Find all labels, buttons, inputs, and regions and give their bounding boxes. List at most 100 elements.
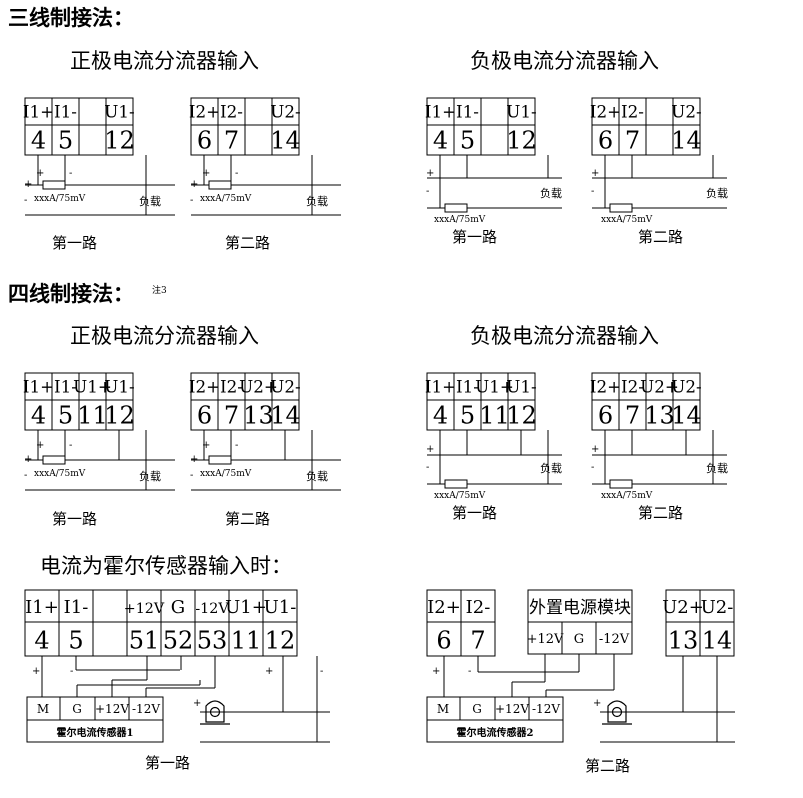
shunt-resistor bbox=[444, 203, 468, 213]
terminal-head-label: -12V bbox=[195, 601, 229, 617]
terminal-number: 14 bbox=[671, 401, 702, 429]
svg-text:+: + bbox=[24, 454, 32, 465]
shunt-resistor bbox=[208, 455, 232, 465]
hall-title: 电流为霍尔传感器输入时： bbox=[40, 554, 292, 578]
hall-sensor-1-name: 霍尔电流传感器1 bbox=[57, 726, 134, 739]
terminal-head-label: I2- bbox=[220, 101, 243, 121]
terminal-number: 13 bbox=[668, 627, 699, 655]
terminal-number: 11 bbox=[231, 627, 262, 655]
subtitle-positive-four: 正极电流分流器输入 bbox=[70, 324, 259, 348]
terminal-head-label: I1+ bbox=[425, 101, 456, 121]
svg-text:-: - bbox=[426, 186, 429, 197]
terminal-head-label: U2- bbox=[671, 101, 701, 121]
svg-text:+: + bbox=[202, 440, 210, 451]
svg-text:+: + bbox=[426, 444, 434, 455]
terminal-number: 5 bbox=[58, 126, 73, 154]
load-label-three-pos-ch1: 负载 bbox=[139, 194, 161, 208]
four-wire-note: 注3 bbox=[152, 284, 167, 296]
power-module-title: 外置电源模块 bbox=[529, 598, 631, 618]
svg-text:-: - bbox=[24, 195, 27, 206]
terminal-head-label: I1+ bbox=[425, 376, 456, 396]
terminal-head-label: I1+ bbox=[23, 101, 54, 121]
svg-text:+: + bbox=[190, 454, 198, 465]
shunt-label-three-neg-ch2: xxxA/75mV bbox=[601, 215, 653, 225]
hall-sensor-2-pin-plus12v: +12V bbox=[495, 702, 529, 716]
terminal-number: 12 bbox=[104, 126, 135, 154]
terminal-head-label: U1- bbox=[104, 101, 134, 121]
caption-four-pos-ch2: 第二路 bbox=[225, 510, 270, 528]
terminal-number: 4 bbox=[34, 627, 49, 655]
terminal-head-label: U2+ bbox=[662, 597, 704, 618]
caption-three-pos-ch2: 第二路 bbox=[225, 234, 270, 252]
terminal-head-label: I2+ bbox=[189, 376, 220, 396]
svg-text:-: - bbox=[70, 666, 73, 677]
hall-sensor-2-name: 霍尔电流传感器2 bbox=[457, 726, 534, 739]
caption-four-neg-ch2: 第二路 bbox=[638, 504, 683, 522]
caption-hall-ch2: 第二路 bbox=[585, 757, 630, 775]
terminal-head-label: I2+ bbox=[590, 376, 621, 396]
hall-sensor-1-pin-m: M bbox=[37, 702, 49, 716]
terminal-head-label: I2+ bbox=[590, 101, 621, 121]
terminal-number: 6 bbox=[598, 401, 613, 429]
terminal-head-label: U2+ bbox=[640, 376, 679, 396]
caption-three-neg-ch2: 第二路 bbox=[638, 228, 683, 246]
terminal-number: 5 bbox=[460, 401, 475, 429]
hall-sensor-1-pin-minus12v: -12V bbox=[132, 702, 160, 716]
terminal-head-label: I1- bbox=[54, 376, 77, 396]
hall-clamp-icon-1 bbox=[200, 700, 230, 725]
terminal-head-label: I2- bbox=[466, 597, 491, 618]
terminal-head-label: I2+ bbox=[427, 597, 461, 618]
terminal-head-label: U2- bbox=[671, 376, 701, 396]
svg-text:+: + bbox=[202, 168, 210, 179]
terminal-head-label: I1+ bbox=[25, 597, 59, 618]
terminal-number: 6 bbox=[598, 126, 613, 154]
power-module: 外置电源模块 +12V G -12V bbox=[527, 589, 633, 655]
caption-hall-ch1: 第一路 bbox=[145, 754, 190, 772]
terminal-number: 6 bbox=[436, 627, 451, 655]
terminal-number: 4 bbox=[31, 401, 46, 429]
caption-four-neg-ch1: 第一路 bbox=[452, 504, 497, 522]
terminal-block-hall-ch2-left: I2+6I2-7 bbox=[426, 589, 496, 657]
terminal-head-label: U1- bbox=[506, 101, 536, 121]
power-module-pin-minus12v: -12V bbox=[599, 632, 630, 647]
svg-text:-: - bbox=[235, 440, 238, 451]
svg-text:-: - bbox=[591, 462, 594, 473]
caption-four-pos-ch1: 第一路 bbox=[52, 510, 97, 528]
terminal-number: 53 bbox=[197, 627, 228, 655]
svg-text:-: - bbox=[235, 168, 238, 179]
shunt-resistor bbox=[609, 479, 633, 489]
terminal-number: 51 bbox=[129, 627, 160, 655]
terminal-number: 5 bbox=[58, 401, 73, 429]
svg-text:+: + bbox=[36, 440, 44, 451]
terminal-number: 14 bbox=[270, 401, 301, 429]
load-label-four-neg-ch1: 负载 bbox=[540, 461, 562, 475]
svg-text:+: + bbox=[190, 179, 198, 190]
power-module-pin-plus12v: +12V bbox=[527, 632, 564, 647]
shunt-label-four-neg-ch1: xxxA/75mV bbox=[434, 491, 486, 501]
terminal-head-label: U2- bbox=[270, 101, 300, 121]
terminal-head-label: +12V bbox=[124, 601, 165, 617]
hall-sensor-1-pin-plus12v: +12V bbox=[95, 702, 129, 716]
terminal-number: 5 bbox=[68, 627, 83, 655]
terminal-head-label: I2+ bbox=[189, 101, 220, 121]
terminal-number: 6 bbox=[197, 401, 212, 429]
load-label-three-neg-ch1: 负载 bbox=[540, 186, 562, 200]
terminal-head-label: I2- bbox=[220, 376, 243, 396]
terminal-head-label: I1+ bbox=[23, 376, 54, 396]
hall-sensor-2-pin-minus12v: -12V bbox=[532, 702, 560, 716]
terminal-block-three-neg-ch1: I1+4I1-5U1-12 bbox=[425, 97, 537, 156]
svg-text:-: - bbox=[24, 470, 27, 481]
shunt-label-four-neg-ch2: xxxA/75mV bbox=[601, 491, 653, 501]
subtitle-negative-three: 负极电流分流器输入 bbox=[470, 49, 659, 73]
shunt-resistor bbox=[208, 180, 232, 190]
hall-sensor-2-pin-m: M bbox=[437, 702, 449, 716]
terminal-number: 4 bbox=[433, 401, 448, 429]
terminal-number: 12 bbox=[104, 401, 135, 429]
terminal-head-label: I1- bbox=[456, 101, 479, 121]
svg-text:-: - bbox=[468, 666, 471, 677]
terminal-head-label: U2- bbox=[701, 597, 734, 618]
